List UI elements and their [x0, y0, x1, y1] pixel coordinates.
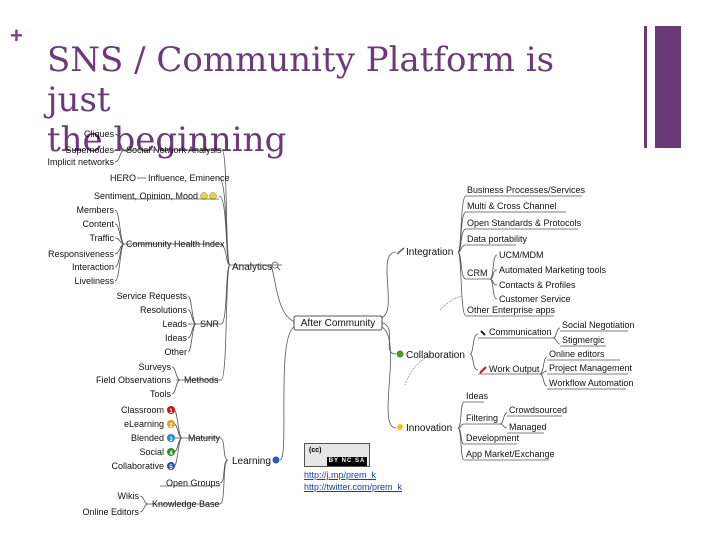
phone-icon [480, 330, 486, 336]
cc-license-badge[interactable]: (cc) BY NC SA [304, 443, 370, 467]
node-work-output: Work Output [489, 364, 540, 374]
lightbulb-icon [397, 424, 403, 430]
node-community-health: Community Health Index [126, 239, 225, 249]
link-jmp[interactable]: http://j.mp/prem_k [304, 470, 377, 480]
node-snr: SNR [200, 319, 220, 329]
link-twitter[interactable]: http://twitter.com/prem_k [304, 482, 403, 492]
node-innovation: Innovation [406, 423, 452, 434]
node-surveys: Surveys [138, 362, 171, 372]
node-contacts-profiles: Contacts & Profiles [499, 280, 576, 290]
node-ideas-snr: Ideas [165, 333, 188, 343]
badge-4: 4 [169, 451, 173, 457]
globe-icon [272, 456, 280, 464]
smiley-icon [200, 192, 217, 200]
node-field-observations: Field Observations [96, 375, 172, 385]
cc-nc: NC [341, 458, 353, 464]
title-line-1: SNS / Community Platform is just [47, 40, 555, 120]
node-project-management: Project Management [549, 363, 633, 373]
node-resolutions: Resolutions [140, 305, 188, 315]
node-content: Content [82, 219, 114, 229]
node-open-groups: Open Groups [166, 478, 221, 488]
node-sentiment: Sentiment, Opinion, Mood [94, 191, 198, 201]
node-classroom: Classroom [121, 405, 164, 415]
node-collaboration: Collaboration [406, 350, 465, 361]
accent-bar-thick [655, 26, 681, 148]
node-ideas-innovation: Ideas [466, 391, 489, 401]
cc-license-terms: BY NC SA [327, 457, 367, 466]
connector-lines [114, 133, 582, 513]
slide-title: SNS / Community Platform is just the beg… [47, 40, 607, 160]
node-social-negotiation: Social Negotiation [562, 320, 635, 330]
node-open-standards: Open Standards & Protocols [467, 218, 582, 228]
maturity-badges: 1 2 3 4 5 [167, 406, 175, 471]
node-multi-channel: Multi & Cross Channel [467, 201, 557, 211]
node-online-editors-kb: Online Editors [82, 507, 139, 517]
node-sna: Social Network Analysis [126, 145, 222, 155]
badge-5: 5 [169, 465, 173, 471]
node-liveliness: Liveliness [74, 276, 114, 286]
node-collaborative: Collaborative [111, 461, 164, 471]
cc-sa: SA [354, 458, 366, 464]
node-ucm-mdm: UCM/MDM [499, 250, 544, 260]
node-integration: Integration [406, 247, 453, 258]
node-business-processes: Business Processes/Services [467, 185, 586, 195]
node-blended: Blended [131, 433, 164, 443]
node-knowledge-base: Knowledge Base [152, 499, 220, 509]
center-node-label: After Community [301, 318, 375, 329]
node-other-snr: Other [164, 347, 187, 357]
node-analytics: Analytics [232, 262, 272, 273]
node-leads: Leads [162, 319, 187, 329]
badge-3: 3 [169, 437, 173, 443]
node-customer-service: Customer Service [499, 294, 571, 304]
badge-1: 1 [169, 409, 173, 415]
node-hero: HERO [110, 173, 136, 183]
node-communication: Communication [489, 327, 552, 337]
node-implicit-networks: Implicit networks [47, 157, 114, 167]
node-crowdsourced: Crowdsourced [509, 405, 567, 415]
pencil-icon [396, 247, 405, 255]
node-online-editors: Online editors [549, 349, 605, 359]
node-cliques: Cliques [84, 129, 115, 139]
magnify-icon [271, 261, 281, 271]
node-other-enterprise: Other Enterprise apps [467, 305, 556, 315]
pen-icon [479, 366, 487, 374]
node-members: Members [76, 205, 114, 215]
node-data-portability: Data portability [467, 234, 528, 244]
node-managed: Managed [509, 422, 547, 432]
node-methods: Methods [184, 375, 219, 385]
node-traffic: Traffic [89, 233, 114, 243]
title-line-2: the beginning [47, 120, 287, 160]
node-wikis: Wikis [118, 491, 140, 501]
node-supernodes: Supernodes [65, 145, 114, 155]
node-interaction: Interaction [72, 262, 114, 272]
node-app-market: App Market/Exchange [466, 449, 555, 459]
gear-icon [396, 350, 404, 358]
node-influence: Influence, Eminence [148, 173, 230, 183]
node-crm: CRM [467, 268, 488, 278]
node-maturity: Maturity [188, 433, 221, 443]
center-node-box [293, 315, 383, 331]
node-workflow-automation: Workflow Automation [549, 378, 633, 388]
node-service-requests: Service Requests [116, 291, 187, 301]
node-automated-marketing: Automated Marketing tools [499, 265, 607, 275]
node-learning: Learning [232, 456, 271, 467]
node-filtering: Filtering [466, 413, 498, 423]
node-elearning: eLearning [124, 419, 164, 429]
node-responsiveness: Responsiveness [48, 249, 115, 259]
node-social: Social [139, 447, 164, 457]
node-tools: Tools [150, 389, 172, 399]
cc-by: BY [328, 458, 339, 464]
accent-bar-thin [644, 26, 647, 148]
cc-logo-icon: (cc) [309, 447, 322, 454]
badge-2: 2 [169, 423, 173, 429]
node-development: Development [466, 433, 520, 443]
bullet-plus: + [10, 23, 23, 48]
node-stigmergic: Stigmergic [562, 335, 605, 345]
